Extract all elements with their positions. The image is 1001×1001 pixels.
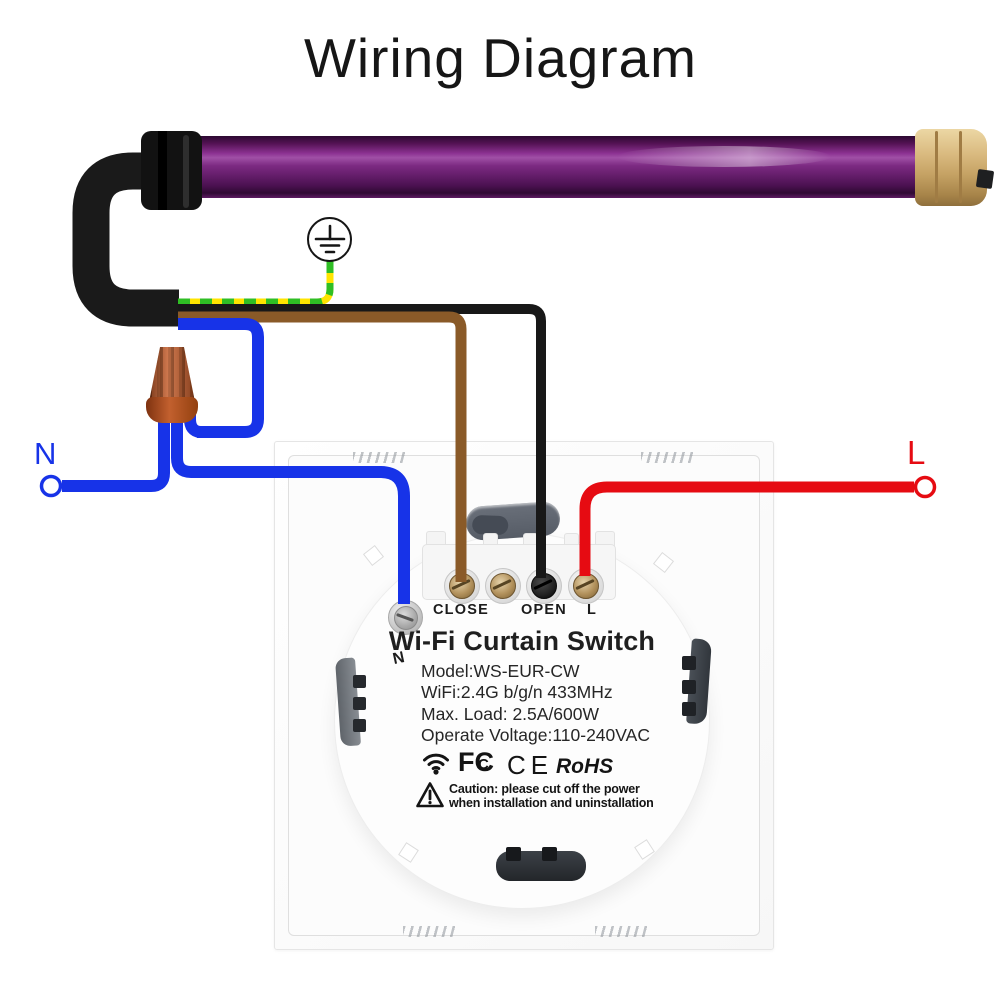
right-clip-tooth (682, 680, 696, 694)
motor-crown-adapter (915, 129, 995, 206)
terminal-partition (564, 533, 579, 547)
page-title: Wiring Diagram (304, 27, 697, 89)
warning-icon (415, 781, 445, 814)
wire-nut-skirt (146, 397, 198, 423)
spec-list: Model:WS-EUR-CW WiFi:2.4G b/g/n 433MHz M… (421, 661, 650, 746)
spec-voltage: Operate Voltage:110-240VAC (421, 724, 650, 745)
switch-wall-plate: CLOSE OPEN L N Wi-Fi Curtain Switch Mode… (274, 441, 774, 950)
earth-ground-icon (307, 217, 352, 262)
screw-spare (490, 573, 516, 599)
caution-text-line1: Caution: please cut off the power (449, 782, 640, 796)
earth-wire-yellow (178, 260, 334, 306)
caution-text-line2: when installation and uninstallation (449, 796, 654, 810)
wire-nut (146, 347, 198, 423)
left-clip-tooth (353, 675, 366, 688)
spec-model: Model:WS-EUR-CW (421, 661, 580, 681)
neutral-terminal-ring (39, 474, 63, 498)
adapter-groove (959, 131, 962, 204)
adapter-groove (935, 131, 938, 204)
left-clip-tooth (353, 719, 366, 732)
live-wire (579, 481, 914, 576)
open-wire (178, 304, 546, 578)
terminal-wall (595, 531, 615, 547)
plate-hatch-mark (641, 452, 693, 463)
left-clip-tooth (353, 697, 366, 710)
plate-hatch-mark (595, 926, 647, 937)
plate-hatch-mark (403, 926, 455, 937)
neutral-wire-to-switch (171, 406, 410, 604)
wire-nut-cone (149, 347, 195, 402)
terminal-wall (426, 531, 446, 547)
bottom-clip-tooth (506, 847, 521, 861)
motor-cable (72, 152, 179, 327)
bottom-clip-tooth (542, 847, 557, 861)
earth-wire-green (178, 260, 334, 306)
fcc-letter: F (458, 747, 475, 777)
neutral-label: N (34, 436, 57, 471)
spec-max-load: Max. Load: 2.5A/600W (421, 703, 600, 724)
plate-hatch-mark (353, 452, 405, 463)
adapter-tab (975, 168, 995, 190)
right-clip-tooth (682, 656, 696, 670)
terminal-label-live: L (586, 602, 598, 618)
neutral-wire-to-n (62, 406, 170, 492)
fcc-letter: C (474, 747, 495, 777)
fcc-mark: FCC (458, 747, 494, 782)
rohs-mark: RoHS (556, 755, 614, 778)
curtain-motor-tube (159, 136, 923, 198)
fcc-letter: C (478, 756, 489, 773)
screw-live (573, 573, 599, 599)
ce-mark: CE (507, 750, 554, 780)
neutral-wire-cable-loop (178, 318, 264, 438)
product-name: Wi-Fi Curtain Switch (388, 626, 656, 656)
close-wire (178, 311, 467, 582)
terminal-label-close: CLOSE (433, 602, 489, 618)
live-label: L (907, 434, 926, 471)
motor-end-cap (141, 131, 202, 210)
wifi-icon (420, 747, 452, 780)
spec-wifi: WiFi:2.4G b/g/n 433MHz (421, 682, 613, 703)
right-clip-tooth (682, 702, 696, 716)
screw-neutral (394, 606, 418, 630)
live-terminal-ring (913, 475, 937, 499)
terminal-partition (483, 533, 498, 547)
terminal-label-open: OPEN (521, 602, 567, 618)
